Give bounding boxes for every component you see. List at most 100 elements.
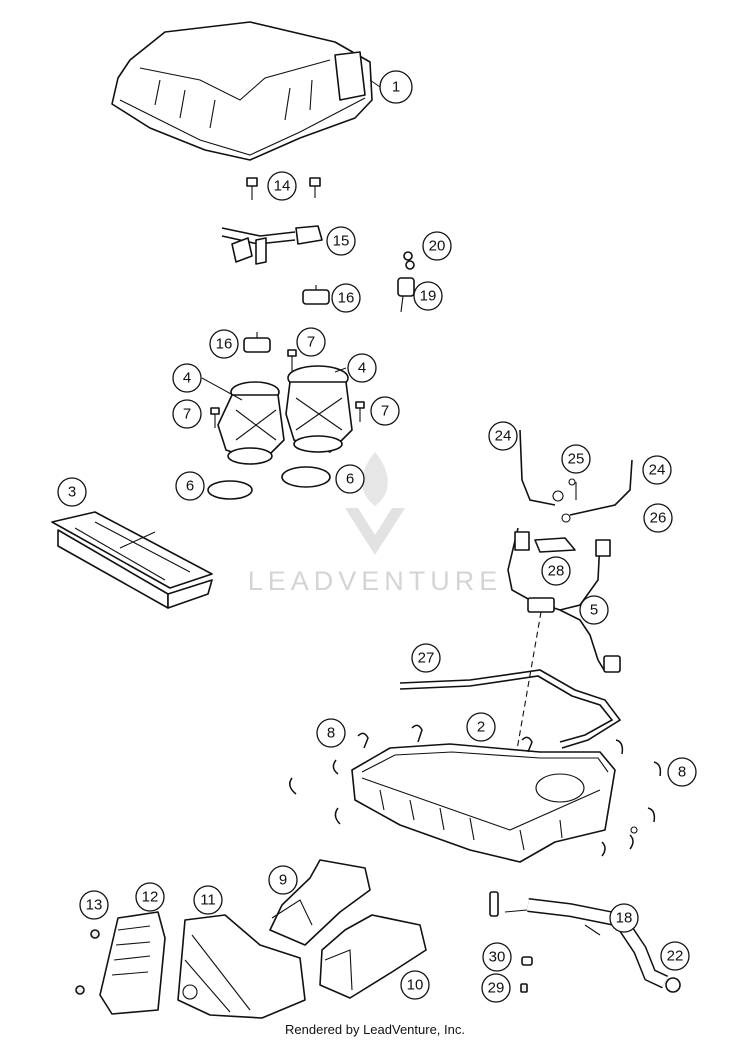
- throttle-body-right: [285, 365, 353, 453]
- callouts: 1 14 15 20 19 16 16 7 4 4 7 7 6 6 3 24 2: [57, 70, 697, 1003]
- fuel-injector-lower: [243, 332, 271, 353]
- resonator-box: [177, 914, 306, 1019]
- callout-6-left-circle: [175, 471, 205, 501]
- intake-duct-upper: [269, 859, 371, 946]
- callout-6-right: 6: [346, 471, 354, 488]
- callout-10: 10: [407, 977, 424, 994]
- wiring-harness: [507, 429, 633, 791]
- callout-7-right: 7: [381, 403, 389, 420]
- callout-18: 18: [616, 910, 633, 927]
- callout-5: 5: [590, 602, 598, 619]
- callout-3: 3: [68, 484, 76, 501]
- callout-24-left: 24: [495, 428, 512, 445]
- callout-24-left-circle: [488, 421, 518, 451]
- callout-22: 22: [667, 948, 684, 965]
- callout-11: 11: [200, 892, 216, 909]
- o-ring-right: [281, 466, 331, 488]
- callout-1: 1: [392, 79, 400, 96]
- callout-26: 26: [650, 510, 667, 527]
- filter-cover-panel: [99, 911, 166, 1015]
- callout-7-top: 7: [307, 334, 315, 351]
- callout-27: 27: [418, 650, 435, 667]
- callout-16-upper: 16: [338, 290, 355, 307]
- callout-28: 28: [548, 563, 565, 580]
- callout-8-right: 8: [678, 764, 686, 781]
- callout-12: 12: [142, 889, 159, 906]
- o-ring-left: [207, 480, 253, 500]
- callout-13-circle: [79, 890, 109, 920]
- callout-25-circle: [561, 444, 591, 474]
- callout-20-circle: [422, 231, 452, 261]
- watermark-text: LEADVENTURE: [248, 566, 503, 596]
- callout-29-circle: [481, 973, 511, 1003]
- watermark-v-icon: [345, 508, 405, 555]
- callout-16-upper-circle: [331, 283, 361, 313]
- callout-30: 30: [489, 949, 506, 966]
- fitting-plug: [521, 956, 533, 966]
- grommet-lower: [75, 985, 85, 995]
- callout-15: 15: [333, 233, 350, 250]
- airbox-lid: [111, 21, 373, 161]
- hose-clamp: [665, 977, 681, 993]
- air-filter: [51, 511, 213, 609]
- intake-sensor: [397, 251, 415, 313]
- callout-6-left: 6: [186, 478, 194, 495]
- throttle-body-left: [217, 381, 285, 465]
- lid-bolts: [246, 177, 321, 200]
- callout-19: 19: [420, 288, 437, 305]
- callout-13: 13: [86, 897, 103, 914]
- callout-12-circle: [135, 882, 165, 912]
- small-screw: [520, 983, 528, 993]
- callout-8-left-circle: [316, 718, 346, 748]
- callout-5-circle: [579, 595, 609, 625]
- callout-19-circle: [413, 281, 443, 311]
- callout-4-left: 4: [183, 370, 191, 387]
- grommet-upper: [90, 929, 100, 939]
- watermark-flame-icon: [362, 452, 388, 506]
- callout-2: 2: [477, 719, 485, 736]
- callout-1-circle: [379, 70, 413, 104]
- callout-25: 25: [568, 451, 585, 468]
- callout-7-top-circle: [296, 327, 326, 357]
- callout-16-lower-circle: [209, 329, 239, 359]
- callout-4-right-circle: [347, 353, 377, 383]
- callout-30-circle: [482, 942, 512, 972]
- callout-2-circle: [466, 712, 496, 742]
- leader-lines: [201, 79, 528, 913]
- leadventure-watermark: LEADVENTURE: [248, 452, 503, 596]
- callout-7-left-circle: [172, 399, 202, 429]
- callout-10-circle: [400, 970, 430, 1000]
- callout-24-right: 24: [649, 462, 666, 479]
- drain-hose: [399, 669, 622, 749]
- callout-9-circle: [268, 865, 298, 895]
- intake-hose: [527, 898, 668, 989]
- callout-7-left: 7: [183, 406, 191, 423]
- callout-7-right-circle: [370, 396, 400, 426]
- callout-4-left-circle: [172, 363, 202, 393]
- callout-28-circle: [541, 556, 571, 586]
- callout-4-right: 4: [358, 360, 366, 377]
- rendered-by-footer: Rendered by LeadVenture, Inc.: [285, 1022, 465, 1037]
- callout-29: 29: [488, 980, 505, 997]
- airbox-housing: [351, 743, 616, 863]
- callout-22-circle: [660, 941, 690, 971]
- fuel-injector-upper: [302, 285, 330, 305]
- callout-24-right-circle: [642, 455, 672, 485]
- callout-26-circle: [643, 503, 673, 533]
- callout-14: 14: [274, 178, 291, 195]
- callout-6-right-circle: [335, 464, 365, 494]
- callout-15-circle: [326, 226, 356, 256]
- callout-9: 9: [279, 872, 287, 889]
- callout-11-circle: [193, 885, 223, 915]
- callout-3-circle: [57, 477, 87, 507]
- housing-clips: [289, 724, 662, 857]
- vent-hose-assembly: [221, 225, 323, 265]
- callout-8-right-circle: [667, 757, 697, 787]
- callout-14-circle: [267, 171, 297, 201]
- callout-8-left: 8: [327, 725, 335, 742]
- throttle-body-bolts: [210, 349, 365, 428]
- callout-16-lower: 16: [216, 336, 233, 353]
- callout-27-circle: [411, 643, 441, 673]
- callout-18-circle: [609, 903, 639, 933]
